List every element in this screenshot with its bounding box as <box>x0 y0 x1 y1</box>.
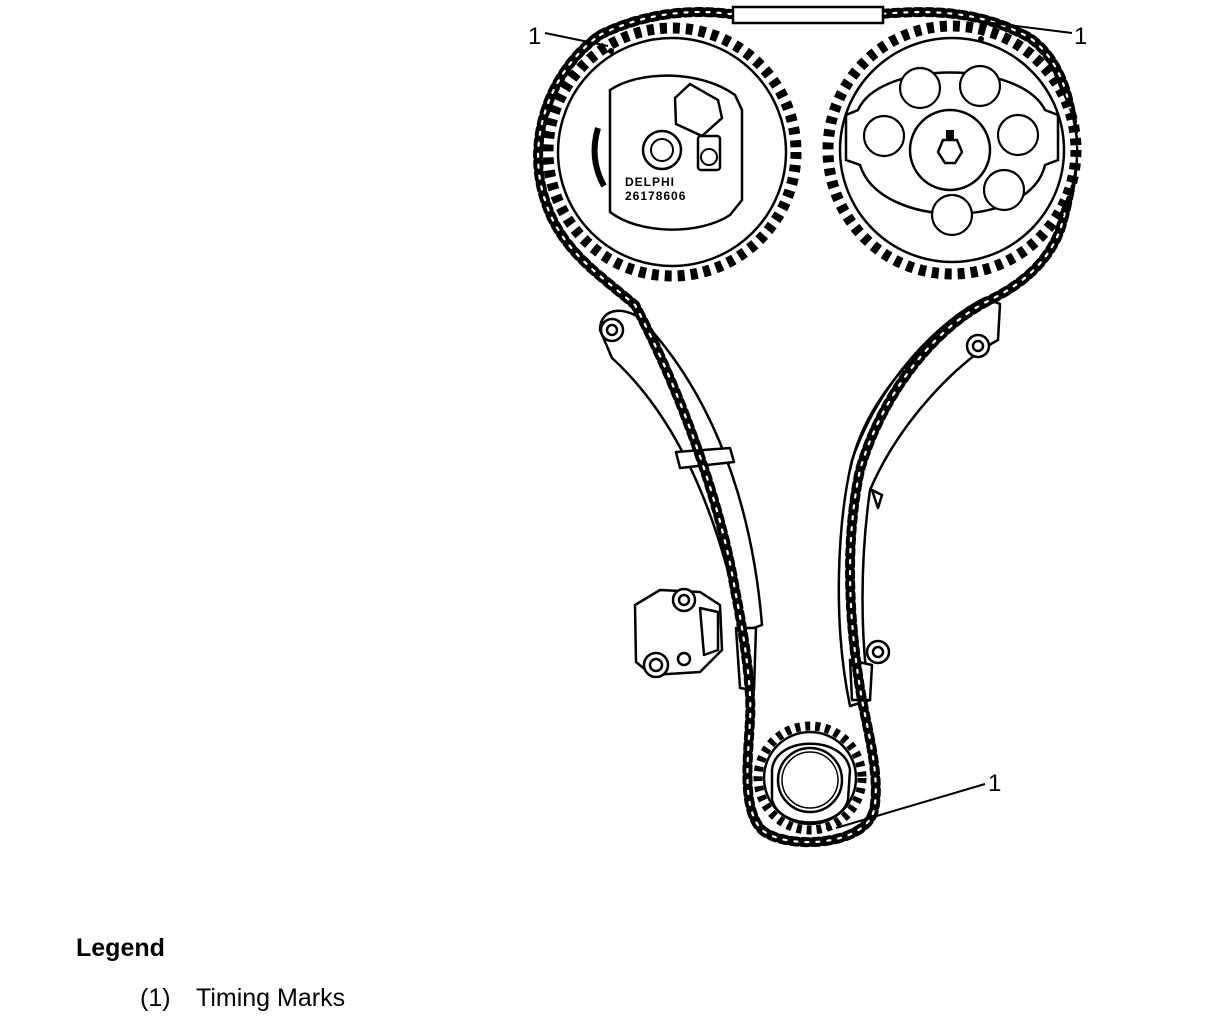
timing-mark-crank <box>826 825 832 831</box>
callout-1-top-left: 1 <box>528 23 541 50</box>
timing-chain <box>533 7 1079 848</box>
crankshaft-sprocket <box>753 721 867 835</box>
exhaust-camshaft-sprocket <box>822 20 1082 280</box>
legend-item-label: Timing Marks <box>196 984 346 1012</box>
legend-title: Legend <box>76 934 165 962</box>
legend-item-number: (1) <box>140 984 171 1012</box>
timing-mark-exhaust <box>978 36 984 42</box>
chain-tensioner <box>633 587 724 679</box>
callout-1-top-right: 1 <box>1074 23 1087 50</box>
cam-brand-text: DELPHI <box>625 175 675 189</box>
upper-chain-guide <box>731 5 885 25</box>
callout-leaders <box>544 21 1073 829</box>
timing-mark-intake <box>608 48 614 54</box>
cam-part-number-text: 26178606 <box>625 189 686 203</box>
legend-item: (1) Timing Marks <box>140 984 345 1013</box>
intake-camshaft-sprocket: DELPHI 26178606 <box>542 22 802 282</box>
callout-1-bottom: 1 <box>988 770 1001 797</box>
